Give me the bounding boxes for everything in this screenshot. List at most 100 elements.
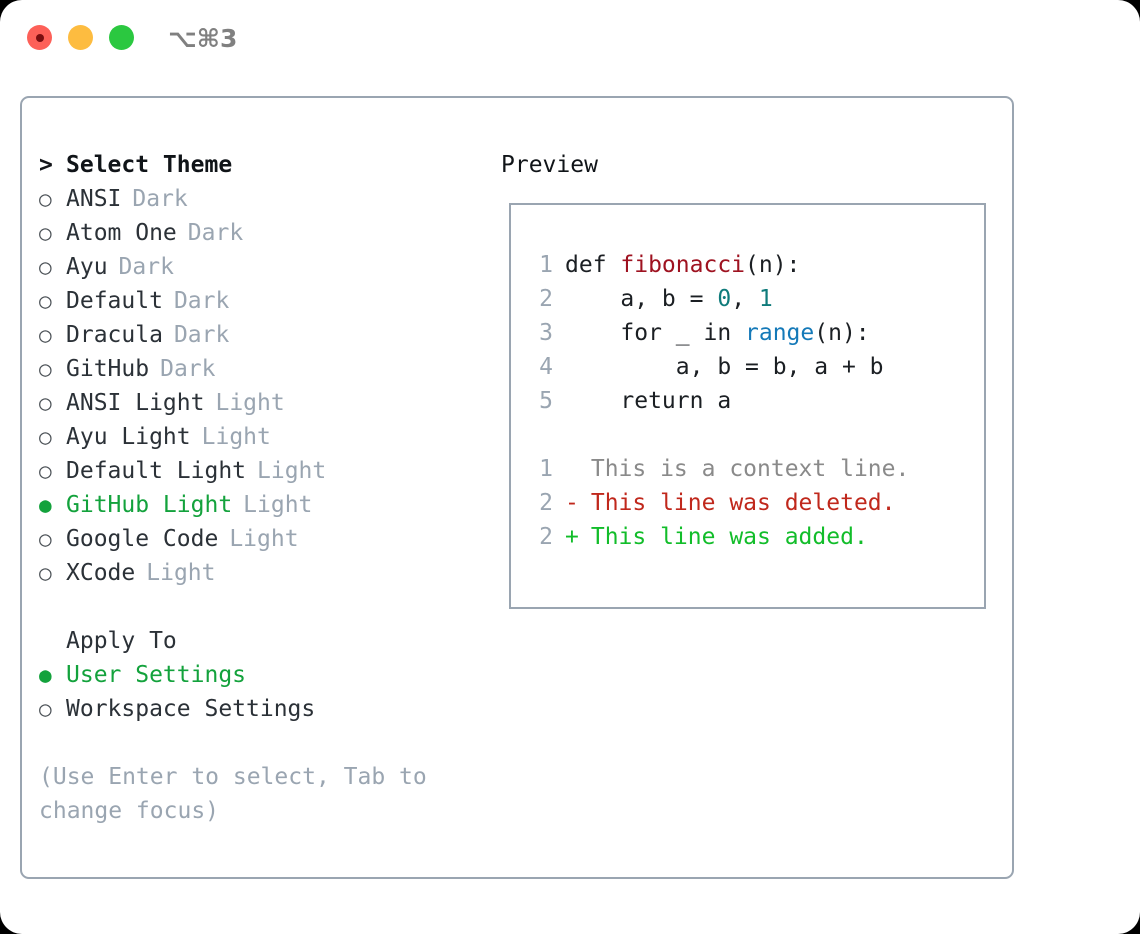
code-line: 1 def fibonacci(n): [529,248,909,282]
theme-variant-badge: Dark [173,322,230,348]
diff-line-body: This is a context line. [565,456,910,482]
keyboard-hint-line-1: (Use Enter to select, Tab to [39,764,427,790]
theme-name: XCode [66,560,136,586]
radio-unselected-icon[interactable]: ○ [39,289,52,313]
theme-name: Default [66,288,163,314]
theme-picker-heading: > Select Theme [39,148,479,182]
code-line: 3 for _ in range(n): [529,316,909,350]
code-token: return a [565,388,732,414]
radio-selected-icon[interactable]: ● [39,663,52,687]
radio-unselected-icon[interactable]: ○ [39,561,52,585]
keyboard-hint: (Use Enter to select, Tab to change focu… [39,760,459,828]
theme-name: Dracula [66,322,163,348]
radio-unselected-icon[interactable]: ○ [39,221,52,245]
diff-line-number: 1 [539,456,553,482]
radio-unselected-icon[interactable]: ○ [39,391,52,415]
theme-variant-badge: Light [215,390,285,416]
diff-line-text: This line was deleted. [577,490,896,516]
theme-list-item[interactable]: ○ Dracula Dark [39,318,479,352]
diff-line: 1 This is a context line. [529,452,909,486]
code-token: (n): [814,320,870,346]
radio-unselected-icon[interactable]: ○ [39,187,52,211]
theme-name: ANSI [66,186,122,212]
theme-picker-heading-label: Select Theme [66,152,233,178]
radio-unselected-icon[interactable]: ○ [39,527,52,551]
radio-unselected-icon[interactable]: ○ [39,425,52,449]
code-line-number: 4 [539,354,553,380]
radio-unselected-icon[interactable]: ○ [39,323,52,347]
code-line: 4 a, b = b, a + b [529,350,909,384]
code-token: 1 [758,286,773,312]
theme-variant-badge: Light [243,492,313,518]
diff-line-body: - This line was deleted. [565,490,896,516]
radio-unselected-icon[interactable]: ○ [39,357,52,381]
diff-marker-icon: - [565,490,579,516]
diff-marker-icon: + [565,524,579,550]
code-line-text: a, b = b, a + b [565,354,884,380]
diff-line-body: + This line was added. [565,524,868,550]
radio-unselected-icon[interactable]: ○ [39,697,52,721]
theme-variant-badge: Dark [132,186,188,212]
diff-line-text: This line was added. [577,524,868,550]
apply-to-item[interactable]: ○ Workspace Settings [39,692,479,726]
code-token: def [565,252,621,278]
diff-line-number: 2 [539,490,553,516]
code-token: for _ in [565,320,746,346]
title-bar: ⌥⌘3 [0,0,1140,78]
code-token: fibonacci [620,252,746,278]
theme-variant-badge: Light [257,458,327,484]
code-line-number: 1 [539,252,553,278]
radio-unselected-icon[interactable]: ○ [39,459,52,483]
code-line-text: def fibonacci(n): [565,252,800,278]
diff-line: 2- This line was deleted. [529,486,909,520]
diff-marker-icon [565,452,577,486]
keyboard-shortcut-label: ⌥⌘3 [168,24,238,53]
apply-to-list: ● User Settings ○ Workspace Settings [39,658,479,726]
code-line-number: 5 [539,388,553,414]
code-line-number: 3 [539,320,553,346]
apply-to-label: User Settings [66,662,247,688]
code-token: range [745,320,815,346]
radio-unselected-icon[interactable]: ○ [39,255,52,279]
apply-to-heading-label: Apply To [66,628,177,654]
theme-variant-badge: Light [229,526,299,552]
code-token: , [731,286,759,312]
zoom-button[interactable] [109,25,134,50]
theme-name: Atom One [66,220,177,246]
code-token: (n): [745,252,801,278]
theme-list-item[interactable]: ○ ANSI Dark [39,182,479,216]
close-button[interactable] [27,25,52,50]
diff-line-text: This is a context line. [577,456,910,482]
code-line-text: return a [565,388,731,414]
diff-line-number: 2 [539,524,553,550]
code-line-text: for _ in range(n): [565,320,870,346]
apply-to-label: Workspace Settings [66,696,316,722]
radio-selected-icon[interactable]: ● [39,493,52,517]
apply-to-item[interactable]: ● User Settings [39,658,479,692]
spacer-icon: ○ [39,624,66,658]
theme-name: Ayu [66,254,108,280]
theme-variant-badge: Light [201,424,271,450]
traffic-lights [27,25,134,50]
theme-variant-badge: Dark [118,254,174,280]
code-diff-spacer [529,418,909,452]
theme-list-item[interactable]: ○ Ayu Dark [39,250,479,284]
code-token: a, b = b, a + b [565,354,884,380]
code-token: 0 [717,286,732,312]
minimize-button[interactable] [68,25,93,50]
theme-name: GitHub [66,356,150,382]
